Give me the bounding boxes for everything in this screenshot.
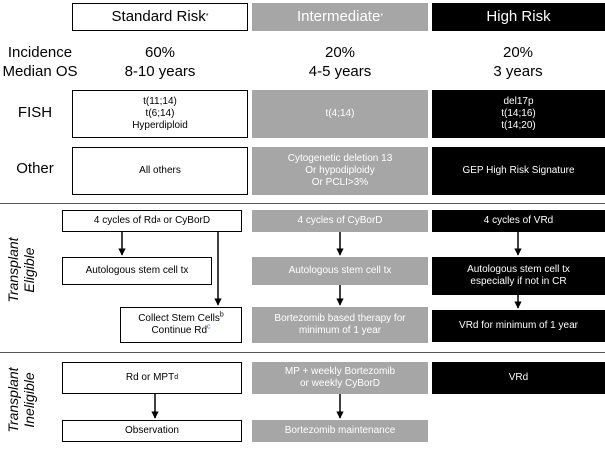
intermediate-median-os: 4-5 years <box>308 63 372 80</box>
intermediate-ineligible-tx-line-2: or weekly CyBorD <box>299 378 381 389</box>
divider-ineligible <box>0 352 605 353</box>
fish-high: del17p t(14;16) t(14;20) <box>432 90 605 138</box>
fish-high-line-2: t(14;16) <box>501 108 536 119</box>
fish-standard-line-1: t(11;14) <box>143 96 177 107</box>
intermediate-incidence: 20% <box>324 44 356 61</box>
divider-eligible <box>0 203 605 204</box>
intermediate-induction-text: 4 cycles of CyBorD <box>297 215 383 226</box>
header-high-label: High Risk <box>486 8 551 25</box>
other-intermediate-line-3: Or PCLI>3% <box>311 177 369 188</box>
intermediate-asct-text: Autologous stem cell tx <box>288 265 392 276</box>
intermediate-bortezomib-maintenance-text: Bortezomib maintenance <box>284 425 396 436</box>
standard-asct: Autologous stem cell tx <box>62 257 212 285</box>
row-label-fish: FISH <box>17 104 53 121</box>
fish-intermediate-line-1: t(4;14) <box>325 108 355 119</box>
row-label-incidence: Incidence <box>7 44 73 61</box>
standard-observation: Observation <box>62 420 242 442</box>
standard-collect-sup-1: b <box>219 311 224 319</box>
header-standard-risk: Standard Risk* <box>72 3 248 31</box>
standard-induction-mid: or CyBorD <box>160 215 211 226</box>
intermediate-ineligible-tx: MP + weekly Bortezomib or weekly CyBorD <box>252 362 428 394</box>
high-median-os: 3 years <box>493 63 543 80</box>
standard-collect-line-2-text: Continue Rd <box>151 325 208 336</box>
high-asct-line-1: Autologous stem cell tx <box>467 264 570 275</box>
intermediate-maint-line-2: minimum of 1 year <box>298 325 382 336</box>
standard-ineligible-tx-text: Rd or MPT <box>125 372 175 383</box>
header-high-risk: High Risk <box>432 3 605 31</box>
standard-collect-line-1: Collect Stem Cellsb <box>138 311 224 325</box>
intermediate-asct: Autologous stem cell tx <box>252 257 428 285</box>
row-label-median-os: Median OS <box>2 63 78 80</box>
high-maint-text: VRd for minimum of 1 year <box>459 320 578 331</box>
standard-median-os: 8-10 years <box>124 63 196 80</box>
intermediate-induction: 4 cycles of CyBorD <box>252 210 428 232</box>
standard-induction-text: 4 cycles of Rd <box>93 215 157 226</box>
intermediate-maint-line-1: Bortezomib based therapy for <box>274 313 406 324</box>
high-asct: Autologous stem cell tx especially if no… <box>432 257 605 295</box>
other-intermediate: Cytogenetic deletion 13 Or hypodiploidy … <box>252 147 428 195</box>
standard-collect-line-2: Continue Rdc <box>151 323 211 337</box>
other-intermediate-line-1: Cytogenetic deletion 13 <box>287 153 393 164</box>
fish-standard: t(11;14) t(6;14) Hyperdiploid <box>72 90 248 138</box>
standard-observation-text: Observation <box>125 425 179 436</box>
standard-collect-sup-2: c <box>207 323 211 331</box>
standard-collect: Collect Stem Cellsb Continue Rdc <box>120 307 242 343</box>
other-high-text: GEP High Risk Signature <box>462 165 575 176</box>
standard-collect-line-1-text: Collect Stem Cells <box>138 313 220 324</box>
header-standard-label: Standard Risk <box>111 8 206 25</box>
intermediate-ineligible-tx-line-1: MP + weekly Bortezomib <box>284 366 396 377</box>
other-standard-text: All others <box>139 165 181 176</box>
high-induction-text: 4 cycles of VRd <box>483 215 554 226</box>
header-intermediate-label: Intermediate <box>296 8 381 25</box>
high-maint: VRd for minimum of 1 year <box>432 310 605 342</box>
intermediate-bortezomib-maintenance: Bortezomib maintenance <box>252 420 428 442</box>
standard-incidence: 60% <box>144 44 176 61</box>
fish-intermediate: t(4;14) <box>252 90 428 138</box>
row-label-other: Other <box>16 160 54 177</box>
fish-standard-line-3: Hyperdiploid <box>132 120 188 131</box>
high-ineligible-tx: VRd <box>432 362 605 394</box>
other-standard: All others <box>72 147 248 195</box>
fish-standard-line-2: t(6;14) <box>145 108 175 119</box>
header-intermediate: Intermediate* <box>252 3 428 31</box>
other-intermediate-line-2: Or hypodiploidy <box>305 165 375 176</box>
high-ineligible-tx-text: VRd <box>508 372 529 383</box>
other-high: GEP High Risk Signature <box>432 147 605 195</box>
intermediate-maint: Bortezomib based therapy for minimum of … <box>252 307 428 343</box>
fish-high-line-1: del17p <box>503 96 534 107</box>
flow-arrows <box>118 232 522 419</box>
high-asct-line-2: especially if not in CR <box>470 276 567 287</box>
high-incidence: 20% <box>502 44 534 61</box>
standard-asct-text: Autologous stem cell tx <box>85 265 189 276</box>
fish-high-line-3: t(14;20) <box>501 120 536 131</box>
